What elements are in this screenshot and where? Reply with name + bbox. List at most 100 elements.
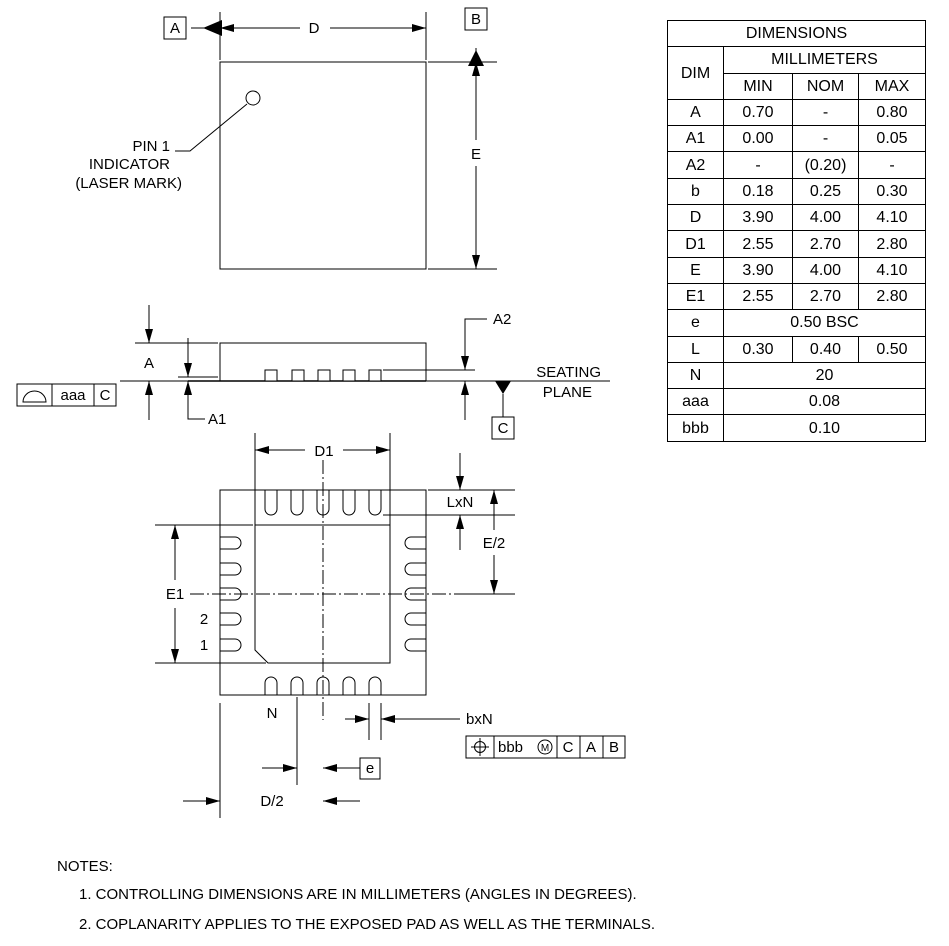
- terminal-pad: [404, 612, 426, 626]
- e-half-arrow-top: [490, 490, 498, 504]
- table-cell-span: 20: [723, 361, 926, 390]
- table-cell-dim: E1: [667, 282, 724, 311]
- table-header-row: DIM MILLIMETERS: [667, 46, 926, 100]
- table-cell-max: 0.05: [858, 125, 926, 153]
- table-cell-dim: L: [667, 335, 724, 363]
- dim-a1-label: A1: [208, 411, 226, 428]
- mmc-modifier-icon: [537, 739, 553, 755]
- e-arrow-top: [472, 62, 480, 76]
- table-cell-max: 4.10: [858, 256, 926, 284]
- pitch-arrow-left: [283, 764, 297, 772]
- table-title: DIMENSIONS: [667, 19, 926, 48]
- bxn-arrow-left: [355, 715, 369, 723]
- fcf-datum-c: C: [563, 739, 574, 756]
- table-cell-dim: D1: [667, 230, 724, 258]
- a2-dim-line-top: [464, 318, 487, 370]
- e1-arrow-bottom: [171, 649, 179, 663]
- pin1-label-line1: PIN 1: [132, 138, 170, 155]
- e-arrow-datum-b: [468, 50, 484, 66]
- seating-plane-label-1: SEATING: [536, 364, 601, 381]
- dim-d-label: D: [309, 20, 320, 37]
- dim-e1-label: E1: [166, 586, 184, 603]
- table-col-min: MIN: [723, 72, 793, 100]
- dim-a2-label: A2: [493, 311, 511, 328]
- a1-dim-line-bottom: [187, 381, 205, 420]
- table-cell-span: 0.50 BSC: [723, 309, 926, 337]
- table-cell-nom: (0.20): [792, 151, 859, 179]
- a2-arrow-bottom: [461, 381, 469, 395]
- terminal-pad: [404, 536, 426, 550]
- fcf-modifier-m: M: [541, 743, 549, 754]
- d1-arrow-left: [255, 446, 269, 454]
- fcf-outline: [465, 735, 626, 759]
- terminal-pad: [264, 490, 278, 516]
- table-cell-min: 3.90: [723, 204, 793, 232]
- terminal-pad: [404, 638, 426, 652]
- table-cell-span: 0.10: [723, 414, 926, 442]
- a2-arrow-top: [461, 356, 469, 370]
- datum-b-box: [464, 7, 488, 31]
- table-dim-header: DIM: [667, 46, 724, 100]
- d-arrow-right: [412, 24, 426, 32]
- pitch-label-box: [359, 757, 381, 780]
- dim-e-label: E: [471, 146, 481, 163]
- table-cell-dim: A2: [667, 151, 724, 179]
- bottom-view: D1 E1 2 1 LxN E/2 N bxN: [155, 433, 626, 818]
- table-cell-nom: 2.70: [792, 282, 859, 311]
- coplanarity-control-frame: aaa C: [16, 383, 117, 407]
- table-cell-nom: 2.70: [792, 230, 859, 258]
- a1-arrow-top: [184, 363, 192, 377]
- fcf-datum-b: B: [609, 739, 619, 756]
- side-terminal: [264, 369, 278, 382]
- table-cell-max: 0.50: [858, 335, 926, 363]
- terminal-pad: [368, 676, 382, 695]
- table-cell-max: 2.80: [858, 230, 926, 258]
- table-cell-max: 0.30: [858, 177, 926, 206]
- datum-c-box: [491, 416, 515, 440]
- side-terminal: [291, 369, 305, 382]
- table-cell-dim: E: [667, 256, 724, 284]
- datum-c-triangle: [495, 381, 511, 394]
- table-cell-min: 2.55: [723, 230, 793, 258]
- dim-a-label: A: [144, 355, 154, 372]
- table-cell-dim: bbb: [667, 414, 724, 442]
- top-view: PIN 1 INDICATOR (LASER MARK) D A E B: [75, 7, 497, 270]
- table-cell-min: 2.55: [723, 282, 793, 311]
- position-control-frame: bbb M C A B: [465, 735, 626, 759]
- pin-n-label: N: [267, 705, 278, 722]
- a-arrow-top: [145, 329, 153, 343]
- terminal-pad: [342, 676, 356, 695]
- table-cell-max: -: [858, 151, 926, 179]
- fcf-outline: [16, 383, 117, 407]
- datum-c-label: C: [498, 420, 509, 437]
- terminal-pad: [220, 536, 242, 550]
- table-cell-min: 0.00: [723, 125, 793, 153]
- dim-lxn-label: LxN: [447, 494, 474, 511]
- e-arrow-bottom: [472, 255, 480, 269]
- pin1-label-line2: INDICATOR: [89, 156, 170, 173]
- d1-arrow-right: [376, 446, 390, 454]
- table-row: A2-(0.20)-: [667, 151, 926, 179]
- note-item: 2. COPLANARITY APPLIES TO THE EXPOSED PA…: [79, 916, 656, 933]
- table-cell-min: 0.70: [723, 98, 793, 127]
- seating-plane-label-2: PLANE: [543, 384, 592, 401]
- table-cell-dim: aaa: [667, 388, 724, 416]
- dim-d1-label: D1: [314, 443, 333, 460]
- dim-d-half-label: D/2: [260, 793, 283, 810]
- lxn-arrow-top: [456, 476, 464, 490]
- surface-profile-icon: [22, 390, 47, 403]
- table-title-row: DIMENSIONS: [667, 19, 926, 48]
- table-unit-header: MILLIMETERS: [723, 46, 926, 74]
- side-terminals: [264, 369, 382, 382]
- table-cell-nom: 4.00: [792, 256, 859, 284]
- terminal-pad: [290, 490, 304, 516]
- table-cell-dim: A: [667, 98, 724, 127]
- table-cell-dim: b: [667, 177, 724, 206]
